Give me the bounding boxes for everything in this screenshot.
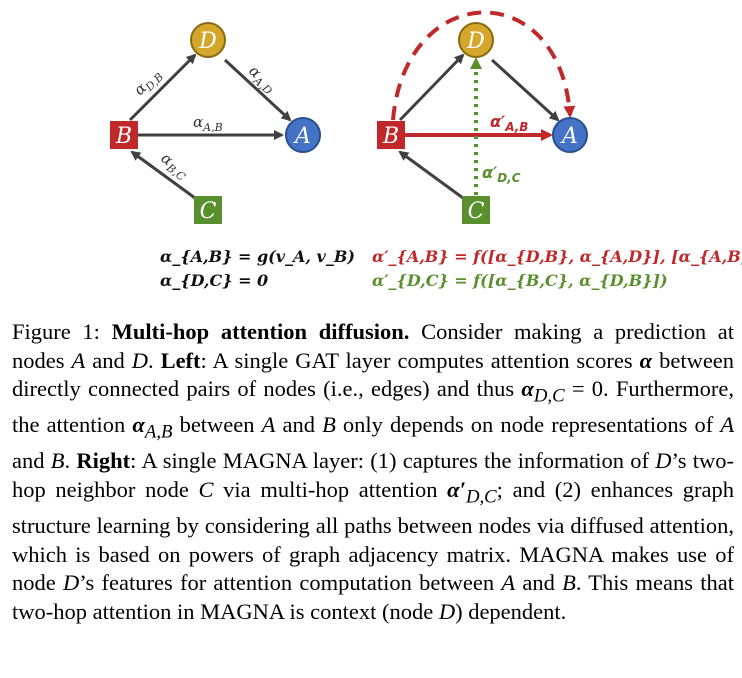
- diffusion-arc: [391, 10, 576, 121]
- node-D-right: D: [458, 22, 494, 58]
- left-equation-2: α_{D,C} = 0: [160, 271, 268, 290]
- node-B-left: B: [110, 121, 138, 149]
- edge-D-A-right: [490, 58, 560, 122]
- svg-text:A: A: [293, 124, 311, 149]
- edge-label-ad: αA,D: [243, 62, 280, 98]
- svg-text:C: C: [200, 199, 217, 224]
- edge-B-D-right: [398, 53, 465, 122]
- caption-prefix: Figure 1:: [12, 319, 100, 344]
- right-equation-1: α′_{A,B} = f([α_{D,B}, α_{A,D}], [α_{A,B…: [372, 247, 742, 266]
- edge-label-db: αD,B: [130, 65, 166, 101]
- svg-text:αA,D: αA,D: [243, 62, 280, 98]
- figure-caption: Figure 1: Multi-hop attention diffusion.…: [12, 319, 735, 624]
- caption-title: Multi-hop attention diffusion.: [111, 319, 410, 344]
- edge-C-B-right: [398, 150, 464, 200]
- node-B-right: B: [377, 121, 405, 149]
- right-graph: α′A,B α′D,C D B A C: [377, 10, 588, 224]
- svg-text:D: D: [466, 29, 485, 54]
- caption-right-label: Right: [76, 448, 131, 474]
- caption-left-label: Left: [160, 347, 201, 373]
- edge-label-dc-prime: α′D,C: [482, 163, 521, 185]
- edge-label-ab: αA,B: [193, 113, 223, 134]
- svg-text:C: C: [468, 199, 485, 224]
- node-C-right: C: [462, 196, 490, 224]
- edge-label-bc: αB,C: [156, 149, 193, 184]
- edge-label-ab-prime: α′A,B: [490, 112, 528, 134]
- left-equation-1: α_{A,B} = g(v_A, v_B): [160, 247, 355, 266]
- node-A-right: A: [552, 117, 588, 153]
- node-A-left: A: [285, 117, 321, 153]
- left-graph: αD,B αA,D αA,B αB,C D B A C: [110, 22, 321, 224]
- edge-C-B: [130, 150, 196, 200]
- node-C-left: C: [194, 196, 222, 224]
- node-D-left: D: [190, 22, 226, 58]
- svg-text:αB,C: αB,C: [156, 149, 193, 184]
- svg-text:B: B: [115, 124, 132, 149]
- svg-text:A: A: [560, 124, 578, 149]
- right-equation-2: α′_{D,C} = f([α_{B,C}, α_{D,B}]): [372, 271, 668, 290]
- figure-diagram: αD,B αA,D αA,B αB,C D B A C: [110, 10, 742, 290]
- svg-text:D: D: [198, 29, 217, 54]
- svg-text:αD,B: αD,B: [130, 65, 166, 101]
- edge-B-D: [128, 53, 197, 122]
- svg-text:B: B: [382, 124, 399, 149]
- edge-D-A: [223, 58, 292, 122]
